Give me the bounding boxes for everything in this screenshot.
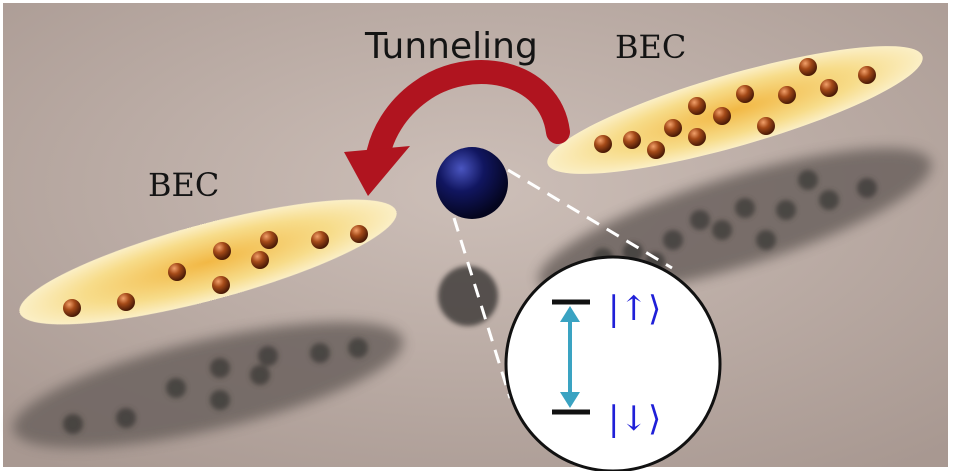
bec-right-cloud	[547, 46, 923, 174]
atom	[63, 299, 81, 317]
inset-circle	[504, 255, 722, 471]
bec-right-label: BEC	[615, 28, 686, 66]
atom	[647, 141, 665, 159]
double-arrow-icon	[560, 306, 580, 408]
atom	[213, 242, 231, 260]
atom	[168, 263, 186, 281]
curved-arrow-icon	[344, 60, 570, 196]
sphere-icon	[436, 147, 508, 219]
state-down-label: |↓⟩	[608, 399, 661, 439]
atom	[736, 85, 754, 103]
state-up-label: |↑⟩	[608, 289, 661, 329]
atom	[117, 293, 135, 311]
atom	[820, 79, 838, 97]
atom	[212, 276, 230, 294]
bec-left-atoms	[63, 225, 368, 317]
bec-left-cloud	[19, 199, 397, 325]
atom	[664, 119, 682, 137]
bec-right-atoms	[594, 58, 876, 159]
atom	[757, 117, 775, 135]
atom	[251, 251, 269, 269]
atom	[594, 135, 612, 153]
shadow-atoms	[63, 170, 877, 434]
atom	[778, 86, 796, 104]
atom	[799, 58, 817, 76]
tunneling-label: Tunneling	[364, 26, 538, 67]
shadow-impurity	[438, 266, 498, 326]
atom	[260, 231, 278, 249]
atom	[858, 66, 876, 84]
atom	[713, 107, 731, 125]
two-level-inset: |↑⟩ |↓⟩	[504, 255, 722, 471]
shadow-left-condensate	[12, 322, 404, 448]
atom	[623, 131, 641, 149]
atom	[350, 225, 368, 243]
atom	[688, 128, 706, 146]
zoom-lines	[452, 168, 673, 399]
bec-left-label: BEC	[148, 166, 219, 204]
atom	[311, 231, 329, 249]
atom	[688, 97, 706, 115]
